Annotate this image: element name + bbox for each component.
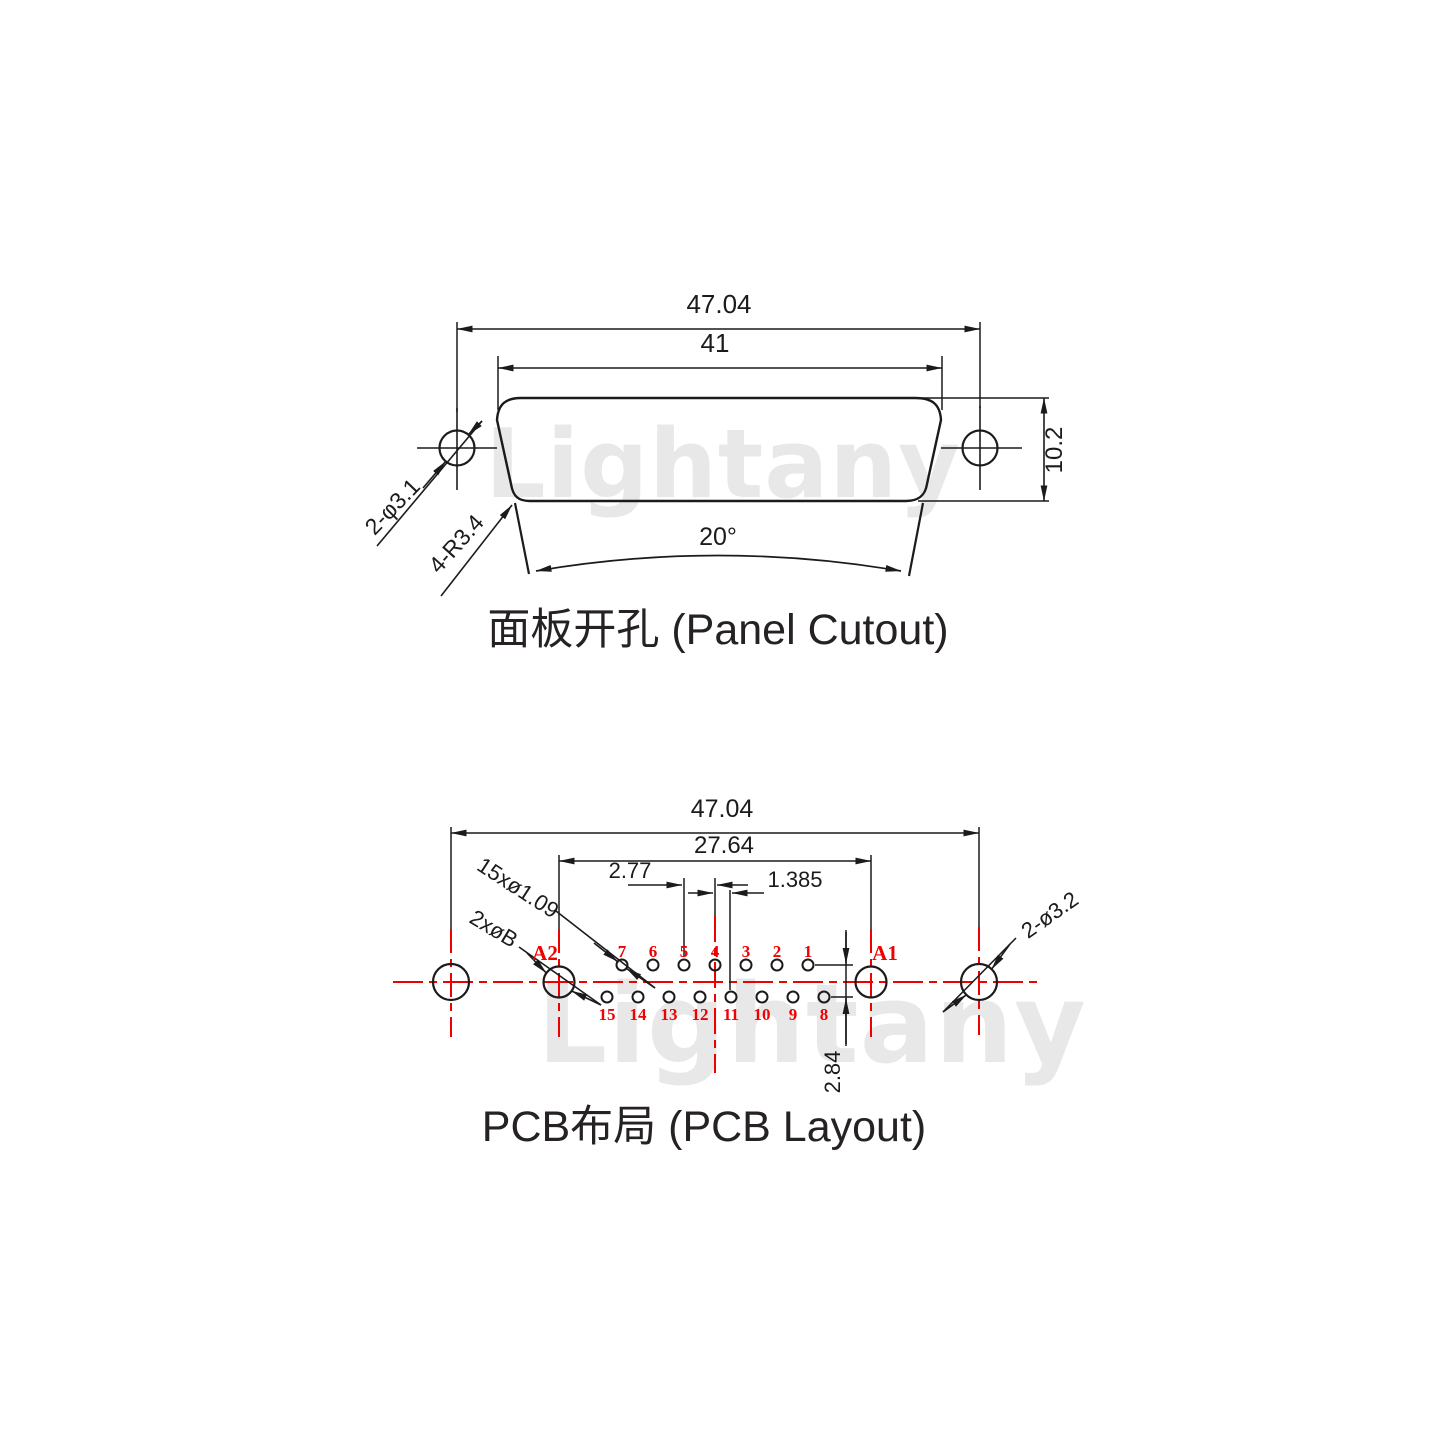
leader-line-post-holes — [518, 946, 602, 1006]
pin-number-7: 7 — [618, 942, 627, 961]
watermark-top: Lightany — [485, 410, 961, 520]
pin-number-4: 4 — [711, 942, 720, 961]
pin-hole-7 — [615, 958, 629, 972]
leader-line-hole — [376, 420, 483, 547]
pin-number-8: 8 — [820, 1005, 829, 1024]
pin-hole-9 — [786, 990, 800, 1004]
pin-number-6: 6 — [649, 942, 658, 961]
leader-arrow — [467, 420, 483, 436]
bend-angle-arc — [535, 554, 902, 572]
leader-arrow — [593, 942, 619, 963]
pin-number-13: 13 — [661, 1005, 678, 1024]
label-post-hole-size: 2xøB — [465, 905, 522, 953]
wing-right-edge — [907, 502, 925, 577]
pin-hole-14 — [631, 990, 645, 1004]
pin-field: 7 6 5 4 3 2 1 15 14 13 12 11 10 9 8 — [599, 942, 831, 1024]
dim-text-bend-angle: 20° — [699, 523, 737, 551]
leader-arrow — [942, 994, 967, 1013]
pin-number-2: 2 — [773, 942, 782, 961]
dim-text-panel-10-2: 10.2 — [1041, 427, 1068, 474]
label-mount-hole-size: 2-ø3.2 — [1016, 886, 1082, 943]
dim-text-panel-41: 41 — [701, 328, 730, 358]
pin-hole-11 — [724, 990, 738, 1004]
pin-number-12: 12 — [692, 1005, 709, 1024]
post-hole-a1 — [854, 965, 888, 999]
label-corner-radius: 4-R3.4 — [423, 509, 489, 578]
panel-cutout-title: 面板开孔 (Panel Cutout) — [487, 606, 948, 654]
pin-number-5: 5 — [680, 942, 689, 961]
pin-number-11: 11 — [723, 1005, 739, 1024]
pin-hole-1 — [801, 958, 815, 972]
wing-left-edge — [513, 502, 531, 575]
pin-number-10: 10 — [754, 1005, 771, 1024]
pin-hole-13 — [662, 990, 676, 1004]
leader-arrow — [422, 460, 447, 489]
label-post-a1: A1 — [872, 941, 898, 965]
leader-arrow — [526, 952, 547, 974]
pcb-mount-hole-left — [431, 962, 471, 1002]
pin-hole-3 — [739, 958, 753, 972]
pin-hole-10 — [755, 990, 769, 1004]
leader-arrow — [625, 967, 656, 989]
leader-arrow — [571, 990, 602, 1006]
dim-text-2-84: 2.84 — [820, 1051, 845, 1094]
label-post-a2: A2 — [532, 941, 558, 965]
pin-hole-4 — [708, 958, 722, 972]
pcb-mount-hole-right — [959, 962, 999, 1002]
pin-hole-2 — [770, 958, 784, 972]
dim-text-27-64: 27.64 — [694, 832, 754, 859]
dim-text-1-385: 1.385 — [767, 867, 822, 892]
pin-number-14: 14 — [630, 1005, 648, 1024]
leader-arrow — [990, 943, 1011, 970]
pin-number-1: 1 — [804, 942, 813, 961]
dim-text-2-77: 2.77 — [609, 858, 652, 883]
post-hole-a2 — [542, 965, 576, 999]
pin-number-15: 15 — [599, 1005, 616, 1024]
pin-hole-15 — [600, 990, 614, 1004]
pin-number-3: 3 — [742, 942, 751, 961]
dim-text-pcb-47-04: 47.04 — [691, 795, 754, 823]
watermark-bottom: Lightany — [537, 960, 1087, 1088]
pin-hole-12 — [693, 990, 707, 1004]
dim-text-panel-47-04: 47.04 — [686, 289, 751, 319]
pin-number-9: 9 — [789, 1005, 798, 1024]
leader-line-radius — [440, 504, 513, 597]
pin-hole-6 — [646, 958, 660, 972]
pin-hole-5 — [677, 958, 691, 972]
pcb-layout-title: PCB布局 (PCB Layout) — [482, 1103, 926, 1151]
panel-cutout-outline — [495, 396, 943, 503]
pin-hole-8 — [817, 990, 831, 1004]
label-panel-hole-size: 2-φ3.1 — [360, 473, 425, 540]
